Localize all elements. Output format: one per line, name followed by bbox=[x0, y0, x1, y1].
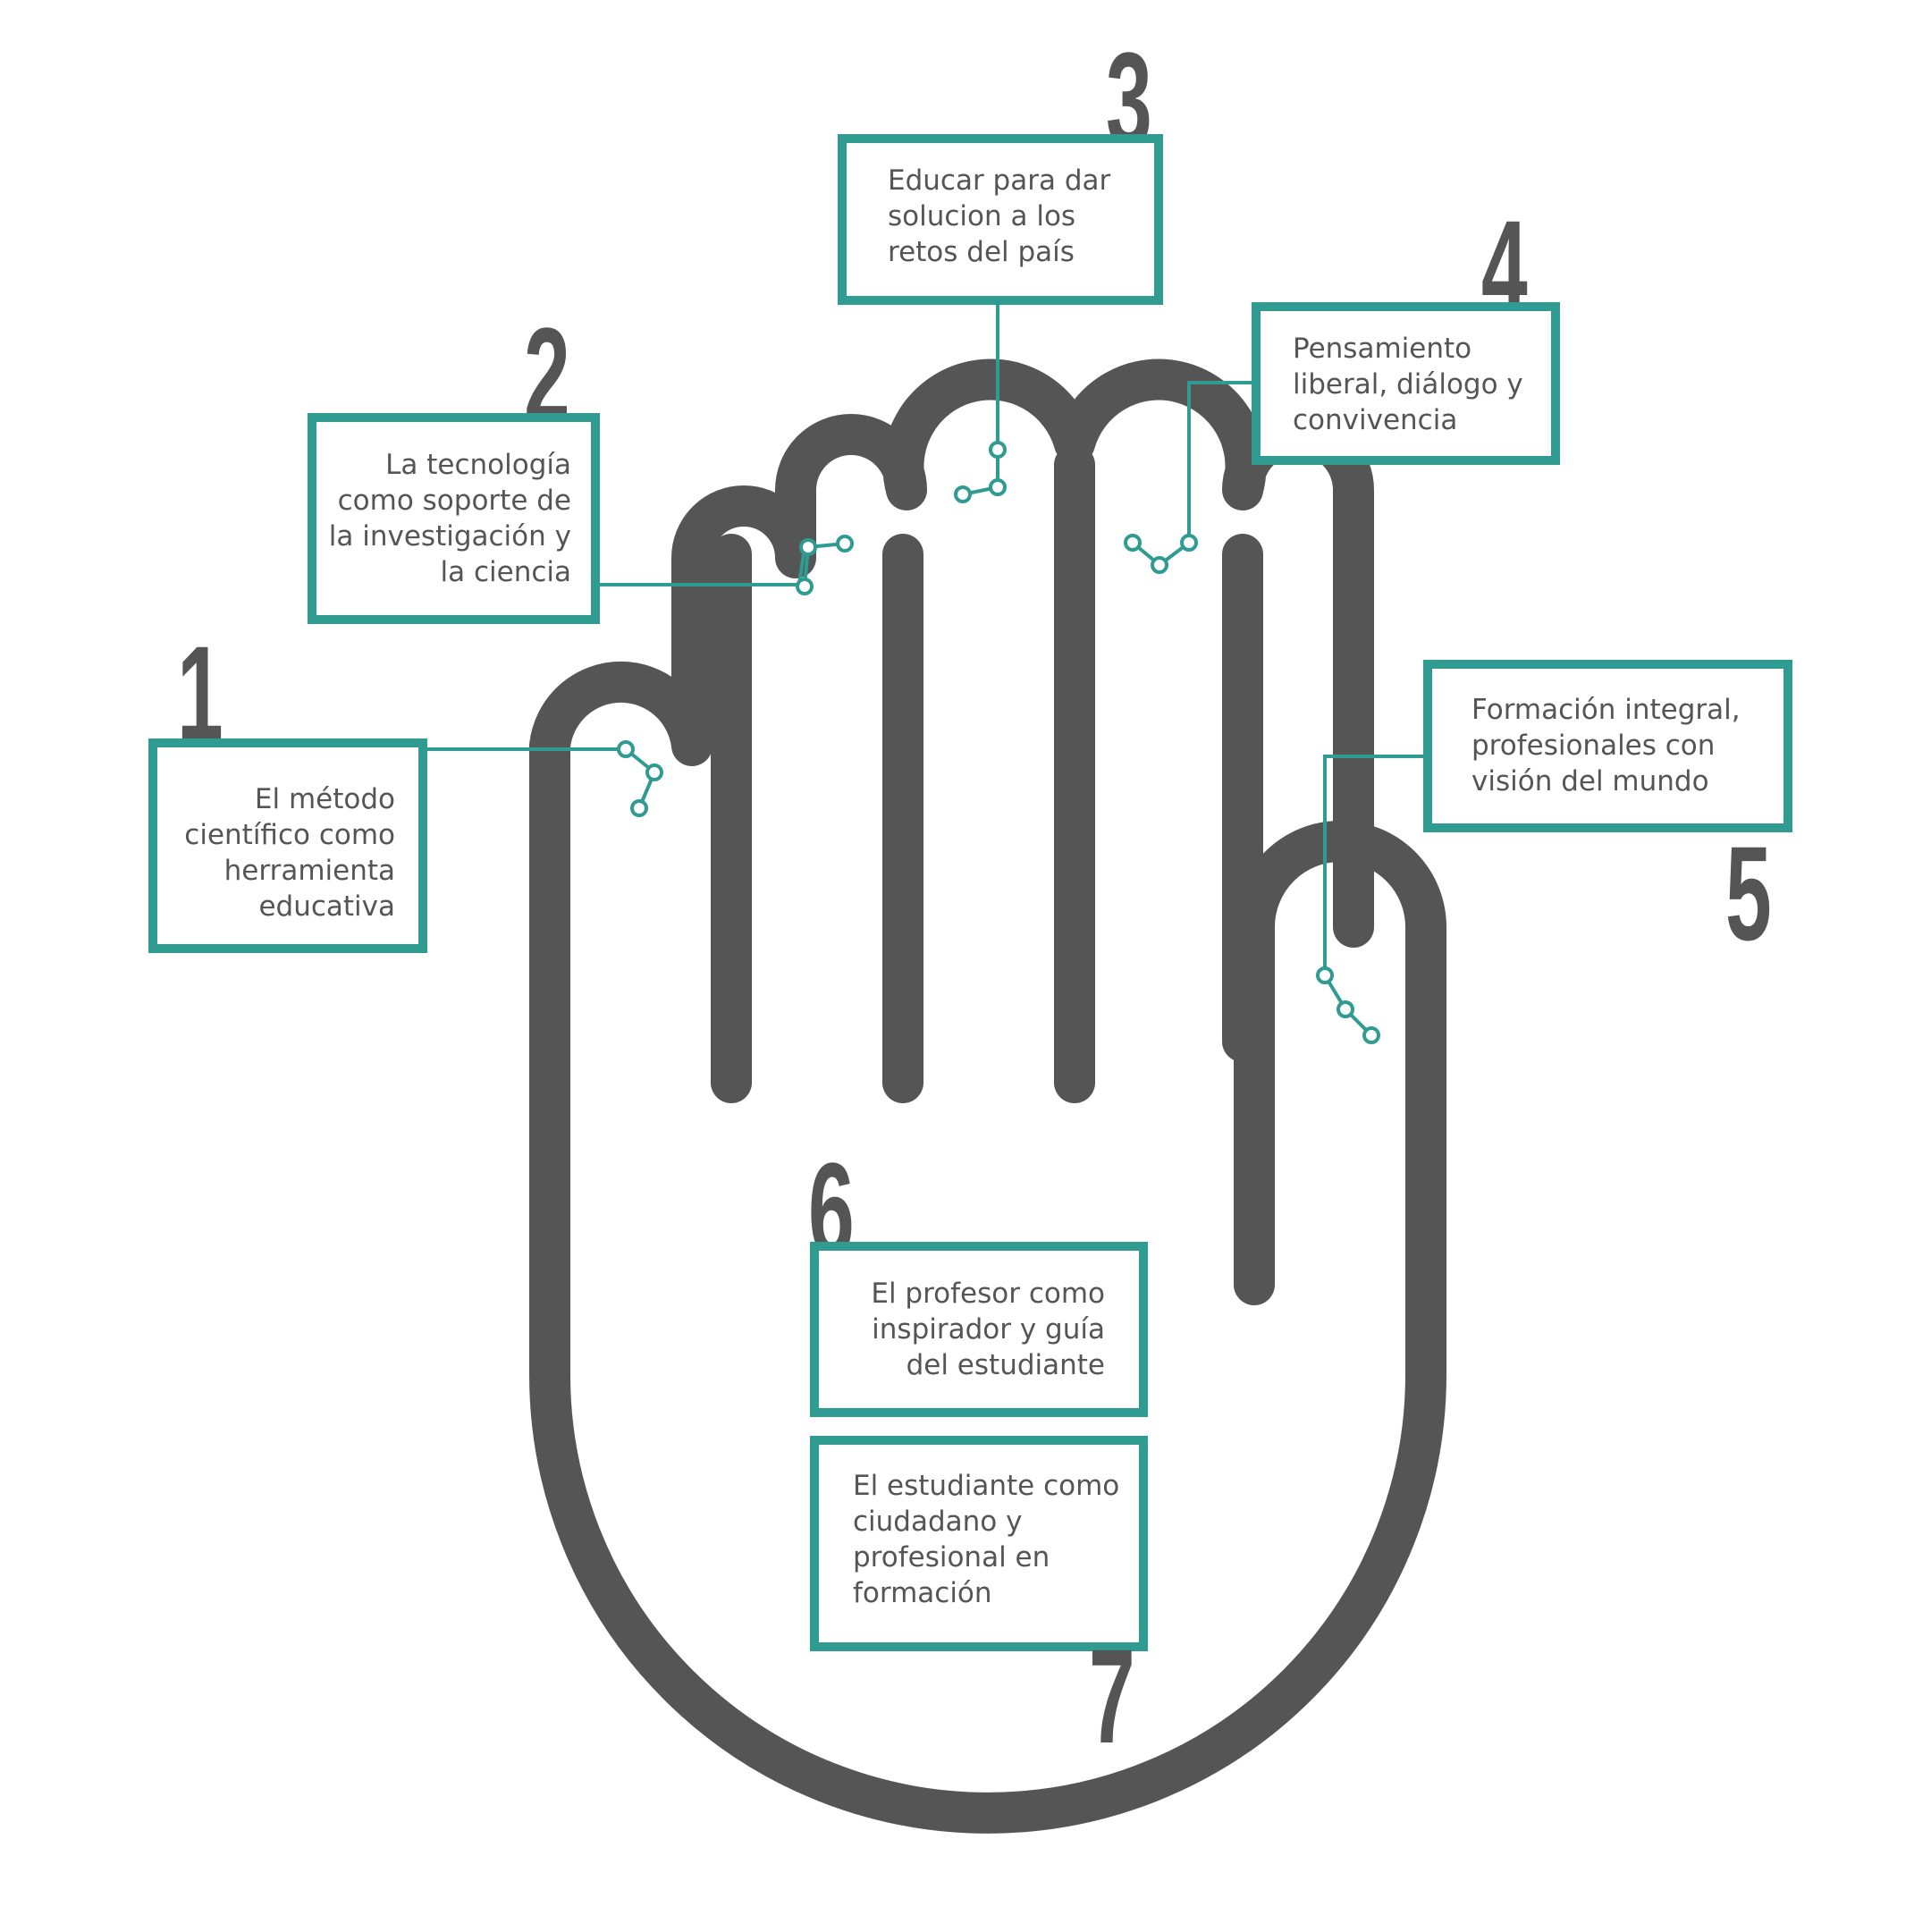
box-7: El estudiante como ciudadano y profesion… bbox=[810, 1436, 1148, 1651]
node-chain-5 bbox=[1316, 966, 1380, 1044]
box-4: Pensamiento liberal, diálogo y convivenc… bbox=[1252, 302, 1560, 465]
box-5: Formación integral, profesionales con vi… bbox=[1423, 660, 1792, 832]
box-7-text: El estudiante como ciudadano y profesion… bbox=[853, 1470, 1120, 1609]
box-1: El método científico como herramienta ed… bbox=[148, 738, 427, 953]
box-2-text: La tecnología como soporte de la investi… bbox=[328, 449, 571, 588]
node-chain-1 bbox=[617, 740, 663, 817]
box-6-text: El profesor como inspirador y guía del e… bbox=[871, 1278, 1105, 1381]
node-chain-2 bbox=[796, 535, 854, 595]
box-2: La tecnología como soporte de la investi… bbox=[308, 413, 600, 624]
connector-4 bbox=[1187, 381, 1252, 541]
node-chain-3 bbox=[954, 441, 1007, 503]
number-7: 7 bbox=[1089, 1621, 1135, 1771]
box-1-text: El método científico como herramienta ed… bbox=[184, 783, 395, 923]
box-6: El profesor como inspirador y guía del e… bbox=[810, 1242, 1148, 1417]
box-4-text: Pensamiento liberal, diálogo y convivenc… bbox=[1293, 333, 1523, 436]
number-5: 5 bbox=[1725, 818, 1772, 968]
connector-5 bbox=[1323, 755, 1426, 975]
box-3: Educar para dar solucion a los retos del… bbox=[838, 134, 1163, 305]
hand-outline bbox=[529, 359, 1446, 1834]
number-1: 1 bbox=[177, 618, 223, 768]
box-3-text: Educar para dar solucion a los retos del… bbox=[888, 165, 1111, 268]
box-5-text: Formación integral, profesionales con vi… bbox=[1471, 694, 1741, 797]
node-chain-4 bbox=[1124, 534, 1198, 574]
node-chains bbox=[617, 441, 1380, 1044]
